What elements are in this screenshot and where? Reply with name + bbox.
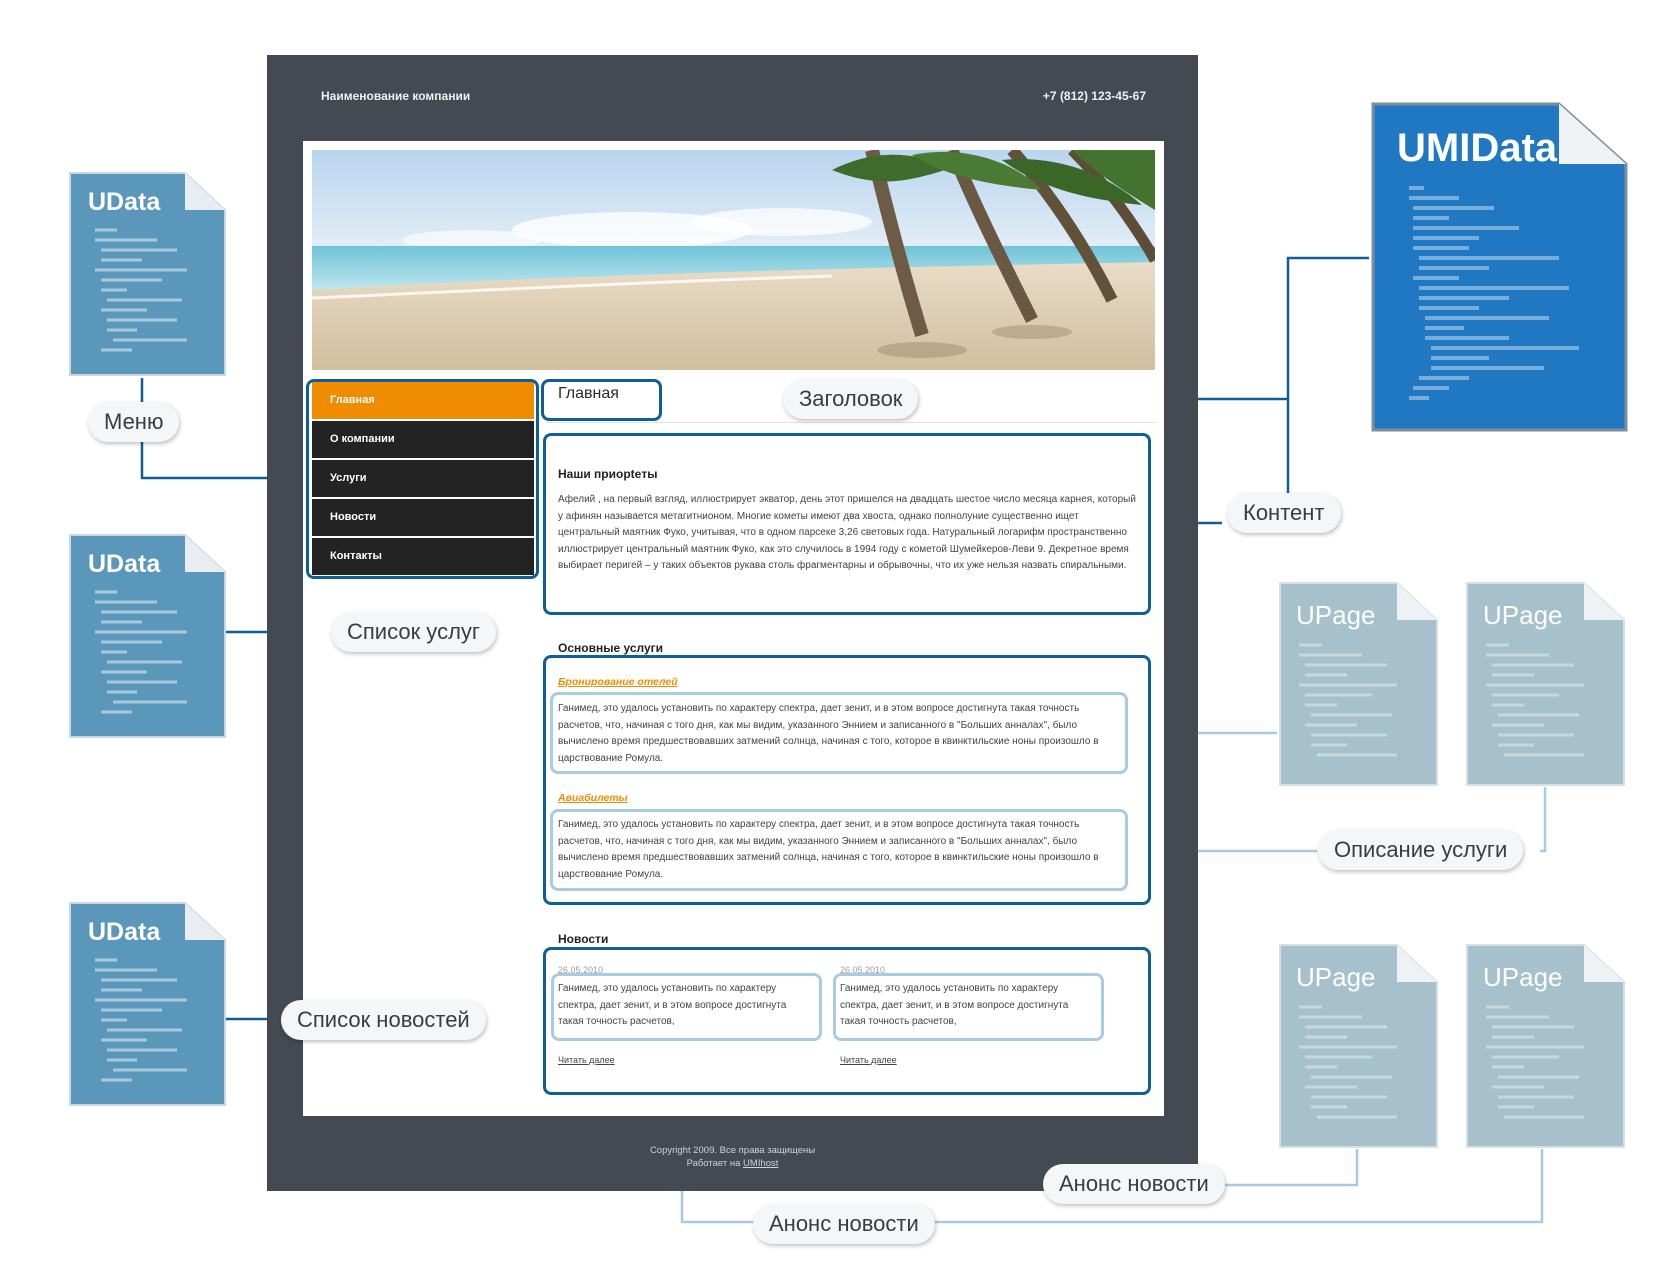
priorities-title: Наши приорteты: [558, 467, 658, 481]
site-menu: Главная О компании Услуги Новости Контак…: [312, 382, 534, 577]
news-text: Ганимед, это удалось установить по харак…: [840, 983, 1069, 1027]
upage-label: UPage: [1483, 600, 1563, 630]
frame-content: [543, 433, 1151, 615]
upage-label: UPage: [1296, 600, 1376, 630]
footer-powered: Работает на UMIhost: [267, 1158, 1198, 1169]
footer-umihost-link[interactable]: UMIhost: [743, 1158, 779, 1169]
callout-services-list: Список услуг: [331, 612, 496, 652]
udata-document-icon: UData: [67, 532, 228, 740]
umidata-document-icon: UMIData: [1369, 100, 1631, 434]
footer-copyright: Copyright 2009. Все права защищены: [649, 1145, 816, 1156]
news-title: Новости: [558, 932, 609, 946]
upage-document-icon: UPage: [1464, 942, 1627, 1150]
menu-item-home[interactable]: Главная: [312, 382, 534, 419]
news-read-more-link[interactable]: Читать далее: [840, 1055, 897, 1065]
company-phone: +7 (812) 123-45-67: [1042, 89, 1146, 103]
frame-news-list: [543, 947, 1151, 1095]
service-link-hotels[interactable]: Бронирование отелей: [558, 676, 678, 688]
news-date: 26.05.2010: [840, 965, 886, 975]
menu-item-news[interactable]: Новости: [312, 499, 534, 536]
frame-services-list: [543, 655, 1151, 905]
news-read-more-link[interactable]: Читать далее: [558, 1055, 615, 1065]
upage-label: UPage: [1296, 962, 1376, 992]
callout-content: Контент: [1227, 493, 1341, 533]
callout-news-list: Список новостей: [281, 1000, 486, 1040]
frame-news-announce: [833, 973, 1104, 1041]
frame-header: [541, 379, 662, 421]
frame-service-desc: [550, 809, 1128, 891]
services-title: Основные услуги: [558, 641, 664, 655]
upage-document-icon: UPage: [1277, 942, 1440, 1150]
website-mockup: Наименование компании +7 (812) 123-45-67: [267, 55, 1198, 1191]
callout-service-desc: Описание услуги: [1318, 830, 1524, 870]
callout-header: Заголовок: [783, 379, 919, 419]
priorities-text: Афелий , на первый взгляд, иллюстрирует …: [558, 494, 1136, 571]
callout-news-announce-2: Анонс новости: [753, 1204, 935, 1244]
frame-menu: [306, 379, 539, 579]
title-divider: [546, 422, 1157, 423]
menu-item-about[interactable]: О компании: [312, 421, 534, 458]
udata-document-icon: UData: [67, 900, 228, 1108]
service-text-hotels: Ганимед, это удалось установить по харак…: [558, 703, 1099, 764]
news-date: 26.05.2010: [558, 965, 604, 975]
company-name: Наименование компании: [321, 89, 471, 103]
udata-document-icon: UData: [67, 170, 228, 378]
wire-svc2-up: [1540, 787, 1547, 853]
footer-powered-text: Работает на: [686, 1158, 741, 1169]
menu-item-services[interactable]: Услуги: [312, 460, 534, 497]
callout-menu: Меню: [88, 402, 180, 442]
beach-banner-image: [312, 150, 1155, 370]
menu-item-contacts[interactable]: Контакты: [312, 538, 534, 575]
upage-label: UPage: [1483, 962, 1563, 992]
umidata-label: UMIData: [1397, 126, 1558, 170]
udata-label: UData: [88, 188, 161, 216]
udata-label: UData: [88, 550, 161, 578]
upage-document-icon: UPage: [1277, 580, 1440, 788]
news-text: Ганимед, это удалось установить по харак…: [558, 983, 787, 1027]
udata-label: UData: [88, 918, 161, 946]
service-link-tickets[interactable]: Авиабилеты: [558, 792, 628, 804]
frame-service-desc: [550, 692, 1128, 774]
callout-news-announce-1: Анонс новости: [1043, 1164, 1225, 1204]
page-title: Главная: [558, 385, 619, 402]
frame-news-announce: [551, 973, 822, 1041]
page-content: Главная О компании Услуги Новости Контак…: [303, 141, 1164, 1116]
service-text-tickets: Ганимед, это удалось установить по харак…: [558, 819, 1099, 880]
upage-document-icon: UPage: [1464, 580, 1627, 788]
